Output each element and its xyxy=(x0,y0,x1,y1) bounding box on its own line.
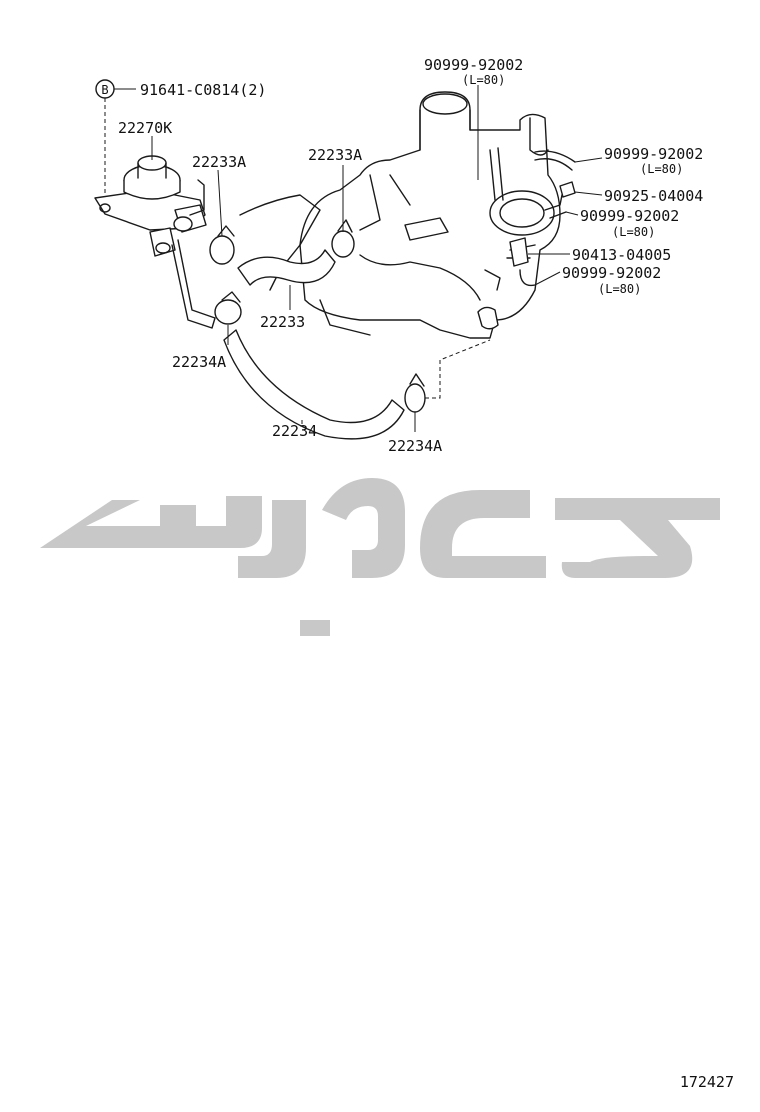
ref-marker-b: B xyxy=(101,83,108,97)
label-clamp-left: 22233A xyxy=(192,153,246,171)
valve-assembly xyxy=(94,155,216,329)
clamp-22233a-center xyxy=(331,219,355,258)
label-fitting-r1: 90925-04004 xyxy=(604,187,703,205)
label-vac-hose-r3: 90999-92002 xyxy=(562,264,661,282)
label-vac-hose-r2: 90999-92002 xyxy=(580,207,679,225)
label-hose-upper: 22233 xyxy=(260,313,305,331)
label-vac-hose-r1: 90999-92002 xyxy=(604,145,703,163)
label-fitting-r2: 90413-04005 xyxy=(572,246,671,264)
label-vac-hose-top-len: (L=80) xyxy=(462,73,505,87)
label-hose-lower: 22234 xyxy=(272,422,317,440)
clamp-22234a-left xyxy=(214,291,242,325)
label-clamp-center: 22233A xyxy=(308,146,362,164)
leader-lines xyxy=(151,85,603,432)
label-vac-hose-top: 90999-92002 xyxy=(424,56,523,74)
label-vac-hose-r1-len: (L=80) xyxy=(640,162,683,176)
label-valve: 22270K xyxy=(118,119,172,137)
illustration-number: 172427 xyxy=(680,1073,734,1091)
label-bolt: 91641-C0814(2) xyxy=(140,81,266,99)
label-clamp-lower-right: 22234A xyxy=(388,437,442,455)
watermark-logo xyxy=(40,478,720,636)
vacuum-hoses xyxy=(506,150,576,287)
clamp-22234a-right xyxy=(404,373,426,413)
part-labels: 91641-C0814(2) 22270K 22233A 22233A 2223… xyxy=(118,56,703,455)
bolt-reference: B xyxy=(95,79,136,196)
hose-22234 xyxy=(223,329,405,440)
label-vac-hose-r2-len: (L=80) xyxy=(612,225,655,239)
engine-block xyxy=(239,91,561,339)
label-clamp-lower-left: 22234A xyxy=(172,353,226,371)
hose-22233 xyxy=(237,249,336,286)
label-vac-hose-r3-len: (L=80) xyxy=(598,282,641,296)
